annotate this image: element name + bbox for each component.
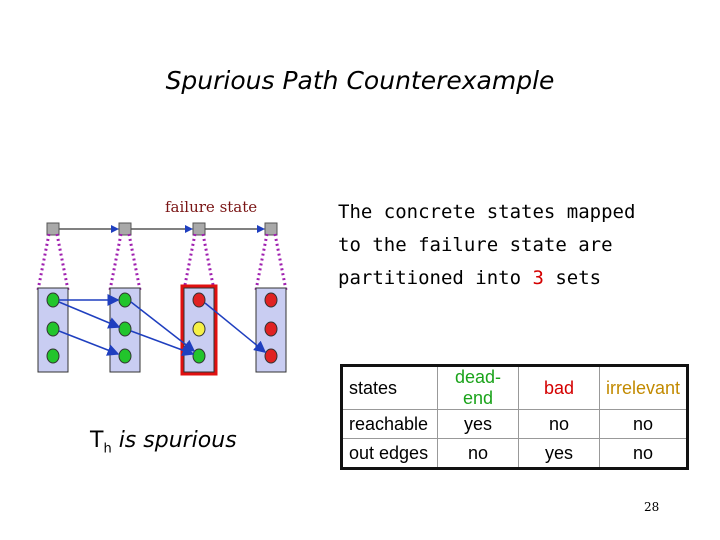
table-cell: no — [598, 409, 689, 439]
transition-arrow — [58, 301, 121, 329]
node-bad — [264, 321, 278, 337]
header-bad: bad — [518, 365, 600, 410]
node-dead-end — [118, 348, 132, 364]
node-bad — [192, 292, 206, 308]
node-bad — [264, 348, 278, 364]
connector-1-left — [36, 233, 51, 291]
transition-arrow — [130, 301, 196, 352]
connector-4-right — [273, 233, 288, 291]
transition-arrow — [204, 302, 267, 353]
set-count: 3 — [532, 267, 544, 289]
connector-3-right — [201, 233, 216, 291]
table-cell: out edges — [341, 438, 438, 469]
slide-title: Spurious Path Counterexample — [165, 66, 555, 95]
node-dead-end — [46, 321, 60, 337]
node-dead-end — [118, 321, 132, 337]
table-cell: no — [598, 438, 689, 469]
connector-2-left — [108, 233, 123, 291]
table-header-row: states dead-end bad irrelevant — [341, 365, 689, 410]
node-dead-end — [118, 292, 132, 308]
abstract-state-4 — [264, 222, 278, 236]
node-irrelevant — [192, 321, 206, 337]
connector-3-left — [182, 233, 197, 291]
header-irrelevant: irrelevant — [598, 365, 689, 410]
page-number: 28 — [644, 500, 660, 514]
node-dead-end — [192, 348, 206, 364]
connector-2-right — [127, 233, 142, 291]
description-line-1: The concrete states mapped — [338, 201, 636, 223]
abstract-state-1 — [46, 222, 60, 236]
node-dead-end — [46, 292, 60, 308]
table-cell: no — [437, 438, 519, 469]
description-line-3: partitioned into 3 sets — [338, 262, 698, 295]
state-sets-table: states dead-end bad irrelevant reachable… — [340, 364, 690, 470]
abstract-state-3 — [192, 222, 206, 236]
connector-1-right — [55, 233, 70, 291]
abstract-state-2 — [118, 222, 132, 236]
spurious-verdict: Th is spurious — [90, 428, 237, 456]
table-cell: yes — [518, 438, 600, 469]
description-line-3-start: partitioned into — [338, 267, 533, 289]
failure-state-highlight — [180, 284, 218, 376]
header-dead-end: dead-end — [437, 365, 519, 410]
failure-state-label: failure state — [165, 198, 258, 216]
table-row-reachable: reachable yes no no — [341, 409, 689, 439]
node-bad — [264, 292, 278, 308]
header-states: states — [341, 365, 438, 410]
description-line-2: to the failure state are — [338, 234, 613, 256]
transition-arrow — [130, 330, 195, 356]
connector-4-left — [254, 233, 269, 291]
trace-symbol: T — [90, 428, 104, 453]
table-cell: yes — [437, 409, 519, 439]
description-text: The concrete states mapped to the failur… — [338, 196, 698, 295]
table-cell: reachable — [341, 409, 438, 439]
node-dead-end — [46, 348, 60, 364]
table-cell: no — [518, 409, 600, 439]
trace-subscript: h — [103, 441, 112, 457]
verdict-text: is spurious — [111, 428, 237, 453]
description-line-3-end: sets — [543, 267, 602, 289]
transition-arrow — [58, 330, 120, 356]
table-row-out-edges: out edges no yes no — [341, 438, 689, 469]
